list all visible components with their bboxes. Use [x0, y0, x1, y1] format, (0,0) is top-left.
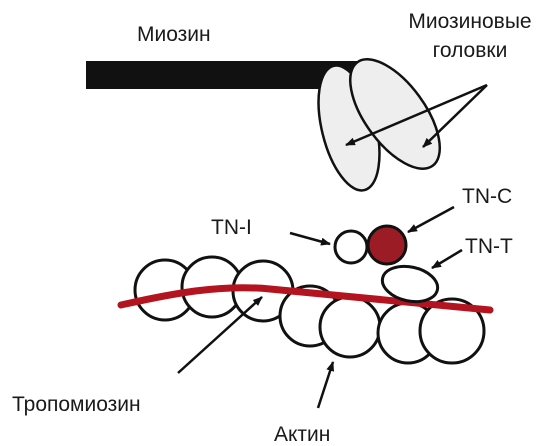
label-tn-i: TN-I	[211, 216, 252, 239]
arrow-actin	[318, 362, 333, 408]
actin-filament	[135, 257, 484, 363]
arrow-tn-c	[408, 207, 454, 232]
tn-c-subunit	[368, 226, 406, 264]
actin-monomer	[320, 297, 380, 357]
arrow-tn-i	[290, 233, 330, 244]
label-myosin-heads-line1: Миозиновые	[408, 10, 531, 33]
label-actin: Актин	[274, 423, 330, 446]
label-tropomyosin: Тропомиозин	[12, 393, 141, 416]
label-tn-c: TN-C	[462, 185, 512, 208]
label-myosin-heads-line2: головки	[433, 39, 508, 62]
tn-i-subunit	[335, 231, 367, 263]
label-myosin: Миозин	[137, 23, 211, 46]
arrow-tn-t	[432, 250, 462, 268]
myosin-filament	[86, 61, 358, 89]
label-tn-t: TN-T	[465, 235, 513, 258]
arrow-myosin-heads-right	[423, 85, 487, 147]
